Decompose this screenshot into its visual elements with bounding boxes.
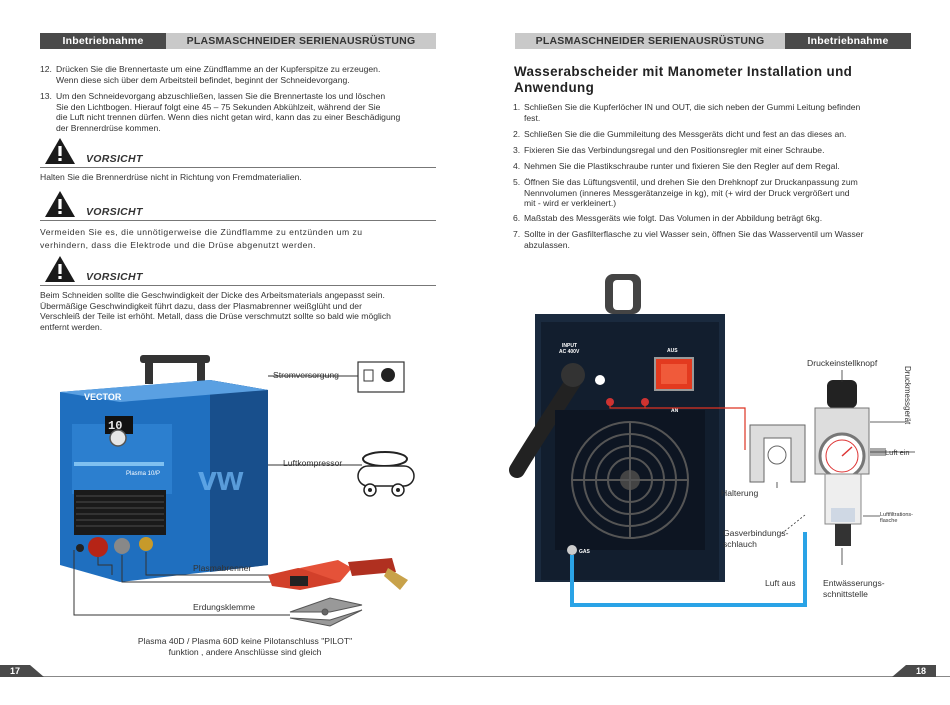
drain-label: Entwässerungs- schnittstelle [823,578,885,599]
step-text: Maßstab des Messgeräts wie folgt. Das Vo… [524,213,823,223]
panel-switch-label: AUS [667,348,678,354]
step-text: Öffnen Sie das Lüftungsventil, und drehe… [524,177,858,209]
bracket-label: Halterung [721,488,759,498]
step-number: 6. [513,213,521,223]
step-text: Schließen Sie die Kupferlöcher IN und OU… [524,102,861,123]
svg-text:vw: vw [198,460,244,498]
warning-text: Halten Sie die Brennerdrüse nicht in Ric… [40,172,302,182]
warning-text: Beim Schneiden sollte die Geschwindigkei… [40,290,391,332]
step-text: Um den Schneidevorgang abzuschließen, la… [56,91,401,133]
right-header-title: PLASMASCHNEIDER SERIENAUSRÜSTUNG [515,33,785,49]
right-page: PLASMASCHNEIDER SERIENAUSRÜSTUNG Inbetri… [475,0,950,705]
divider [40,167,436,168]
warning-text: Vermeiden Sie es, die unnötigerweise die… [40,227,363,250]
panel-gas-label: GAS [579,549,591,555]
machine-back-image [509,274,725,582]
step-text: Fixieren Sie das Verbindungsregal und de… [524,145,825,155]
step-number: 3. [513,145,521,155]
warning-title: VORSICHT [86,271,143,283]
warning-title: VORSICHT [86,206,143,218]
page-number: 17 [0,665,30,677]
left-header: Inbetriebnahme PLASMASCHNEIDER SERIENAUS… [40,33,436,49]
left-header-section: Inbetriebnahme [40,33,166,49]
power-label: Stromversorgung [273,370,339,380]
page-corner-decoration [30,665,44,677]
brand-logo: VECTOR [84,392,122,402]
warning-triangle-icon [45,256,75,282]
torch-label: Plasmabrenner [193,563,252,573]
connection-diagram: vw VECTOR 10 Plasma 10/P [60,355,415,627]
section-heading: Wasserabscheider mit Manometer Installat… [514,64,853,95]
diagram-caption: Plasma 40D / Plasma 60D keine Pilotansch… [137,636,353,657]
air-out-label: Luft aus [765,578,796,588]
air-hose [570,532,807,607]
compressor-icon [357,451,415,497]
step-number: 4. [513,161,521,171]
hose-label: Gasverbindungs- schlauch [723,528,789,549]
divider [40,220,436,221]
left-page: Inbetriebnahme PLASMASCHNEIDER SERIENAUS… [0,33,475,677]
machine-display: 10 [108,419,122,433]
step-number: 12. [40,64,52,74]
right-header: PLASMASCHNEIDER SERIENAUSRÜSTUNG Inbetri… [515,33,911,49]
warning-title: VORSICHT [86,153,143,165]
step-text: Drücken Sie die Brennertaste um eine Zün… [56,64,381,85]
divider [40,285,436,286]
air-in-label: Luft ein [885,448,910,457]
page-number: 18 [906,665,936,677]
warning-block: VORSICHT [44,190,143,218]
warning-triangle-icon [45,191,75,217]
step-number: 13. [40,91,52,101]
clamp-label: Erdungsklemme [193,602,256,612]
step-text: Sollte in der Gasfilterflasche zu viel W… [524,229,864,250]
compressor-label: Luftkompressor [283,458,343,468]
step-number: 7. [513,229,521,239]
step-text: Nehmen Sie die Plastikschraube runter un… [524,161,840,171]
plasma-torch-image [268,558,408,590]
warning-triangle-icon [45,138,75,164]
warning-block: VORSICHT [44,137,143,165]
footer-line [0,676,475,677]
machine-model-label: Plasma 10/P [126,471,160,477]
footer-line [475,676,950,677]
knob-label: Druckeinstellknopf [807,358,878,368]
panel-an-label: AN [671,408,679,414]
step-text: Schließen Sie die die Gummileitung des M… [524,129,847,139]
gauge-label: Druckmessgerät [903,366,912,425]
warning-block: VORSICHT [44,255,143,283]
left-header-title: PLASMASCHNEIDER SERIENAUSRÜSTUNG [166,33,436,49]
plasma-machine-image: vw [60,355,268,582]
page-corner-decoration [892,665,906,677]
right-header-section: Inbetriebnahme [785,33,911,49]
step-number: 2. [513,129,521,139]
filter-regulator-image [814,380,886,546]
step-number: 1. [513,102,521,112]
bracket-image [749,424,806,483]
step-number: 5. [513,177,521,187]
filter-label: Luftfiltrations- flasche [880,512,914,524]
ground-clamp-image [289,597,363,627]
